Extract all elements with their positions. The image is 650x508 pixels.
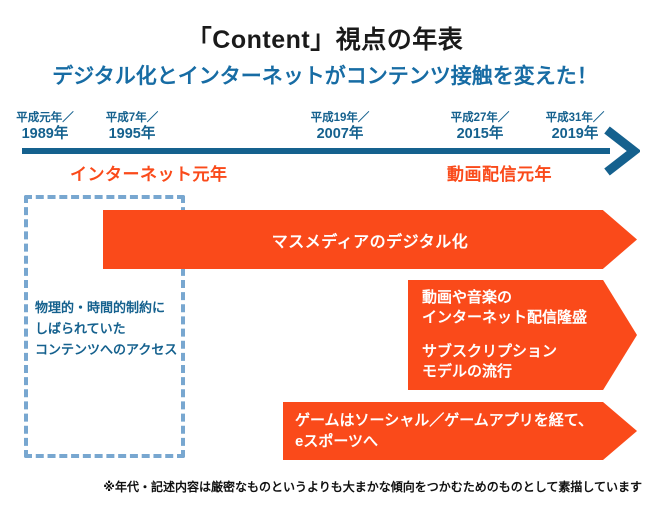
arrow-text-group: サブスクリプション モデルの流行: [422, 342, 637, 382]
arrow-games-esports: ゲームはソーシャル／ゲームアプリを経て、 eスポーツへ: [283, 402, 637, 460]
timeline-axis-line: [22, 148, 610, 154]
arrow-line: サブスクリプション: [422, 343, 558, 361]
milestone-era-label: 平成7年／: [105, 112, 159, 124]
milestone-year-label: 2015年: [456, 125, 504, 142]
milestone-era-label: 平成19年／: [310, 112, 370, 124]
milestone-year-label: 2007年: [316, 125, 364, 142]
timeline-arrowhead-icon: [604, 125, 642, 177]
arrow-line: インターネット配信隆盛: [422, 309, 588, 327]
era-label-internet-gannen: インターネット元年: [70, 165, 228, 184]
milestone-year-label: 2019年: [551, 125, 599, 142]
constraint-text: 物理的・時間的制約に しばられていた コンテンツへのアクセス: [28, 298, 181, 360]
milestone-era-label: 平成31年／: [545, 112, 605, 124]
arrow-streaming-subscription: 動画や音楽の インターネット配信隆盛 サブスクリプション モデルの流行: [408, 280, 637, 390]
page-subtitle: デジタル化とインターネットがコンテンツ接触を変えた！: [52, 65, 598, 88]
era-label-douga-haishin-gannen: 動画配信元年: [447, 165, 552, 184]
arrow-mass-media-digitalization: マスメディアのデジタル化: [103, 210, 637, 269]
arrow-line: モデルの流行: [422, 363, 513, 381]
constraint-line: コンテンツへのアクセス: [35, 341, 178, 357]
milestone-1995: 平成7年／ 1995年: [84, 112, 180, 143]
arrow-line: eスポーツへ: [295, 433, 379, 450]
arrow-line: ゲームはソーシャル／ゲームアプリを経て、: [295, 412, 594, 429]
milestone-era-label: 平成元年／: [16, 112, 74, 124]
footnote-text: ※年代・記述内容は厳密なものというよりも大まかな傾向をつかむためのものとして素描…: [103, 480, 642, 494]
arrow-text-group: 動画や音楽の インターネット配信隆盛: [422, 288, 637, 328]
constraint-line: 物理的・時間的制約に: [35, 300, 166, 315]
milestone-year-label: 1995年: [108, 125, 156, 142]
arrow-line: 動画や音楽の: [422, 289, 513, 306]
milestone-2015: 平成27年／ 2015年: [432, 112, 528, 143]
constraint-dashed-box: 物理的・時間的制約に しばられていた コンテンツへのアクセス: [24, 195, 185, 458]
milestone-2019: 平成31年／ 2019年: [527, 112, 623, 143]
milestone-2007: 平成19年／ 2007年: [292, 112, 388, 143]
milestone-1989: 平成元年／ 1989年: [0, 112, 93, 143]
constraint-line: しばられていた: [35, 320, 126, 336]
milestone-year-label: 1989年: [21, 125, 69, 142]
arrow-label: マスメディアのデジタル化: [271, 233, 469, 251]
milestone-era-label: 平成27年／: [450, 112, 510, 124]
page-title: 「Content」視点の年表: [186, 26, 464, 54]
